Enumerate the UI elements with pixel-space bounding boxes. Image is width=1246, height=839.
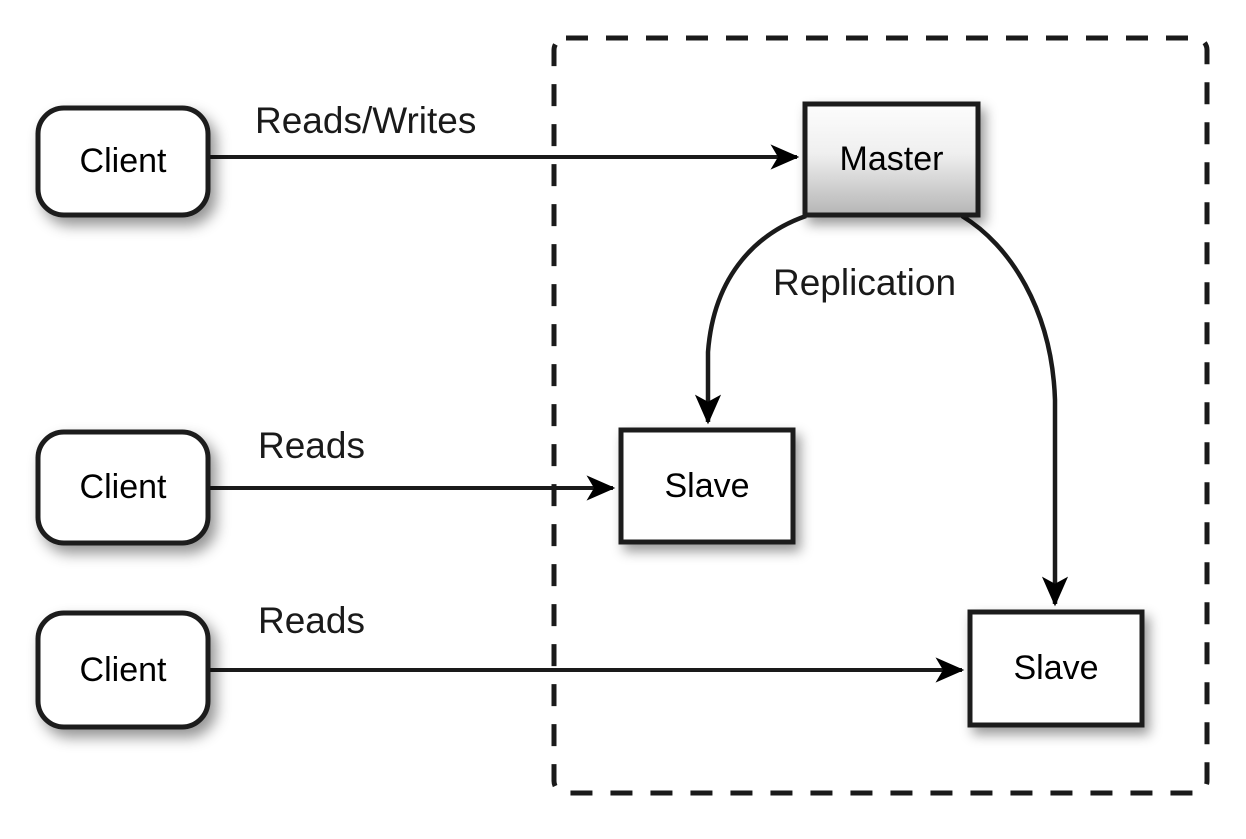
edge-master-slave2 — [960, 214, 1069, 607]
node-slave-2[interactable] — [967, 609, 1145, 728]
edge-label-reads-writes: Reads/Writes — [255, 100, 477, 141]
replication-cluster-boundary — [551, 35, 1210, 796]
node-client-3[interactable] — [35, 610, 211, 730]
edge-label-reads-slave-2: Reads — [258, 600, 365, 641]
edge-label-reads-slave-1: Reads — [258, 425, 365, 466]
node-slave-1[interactable] — [618, 427, 796, 545]
edge-label-replication: Replication — [773, 262, 957, 303]
node-master[interactable] — [802, 101, 981, 218]
node-client-2[interactable] — [35, 429, 211, 546]
edge-master-slave1 — [694, 213, 807, 425]
node-client-1[interactable] — [35, 105, 211, 218]
